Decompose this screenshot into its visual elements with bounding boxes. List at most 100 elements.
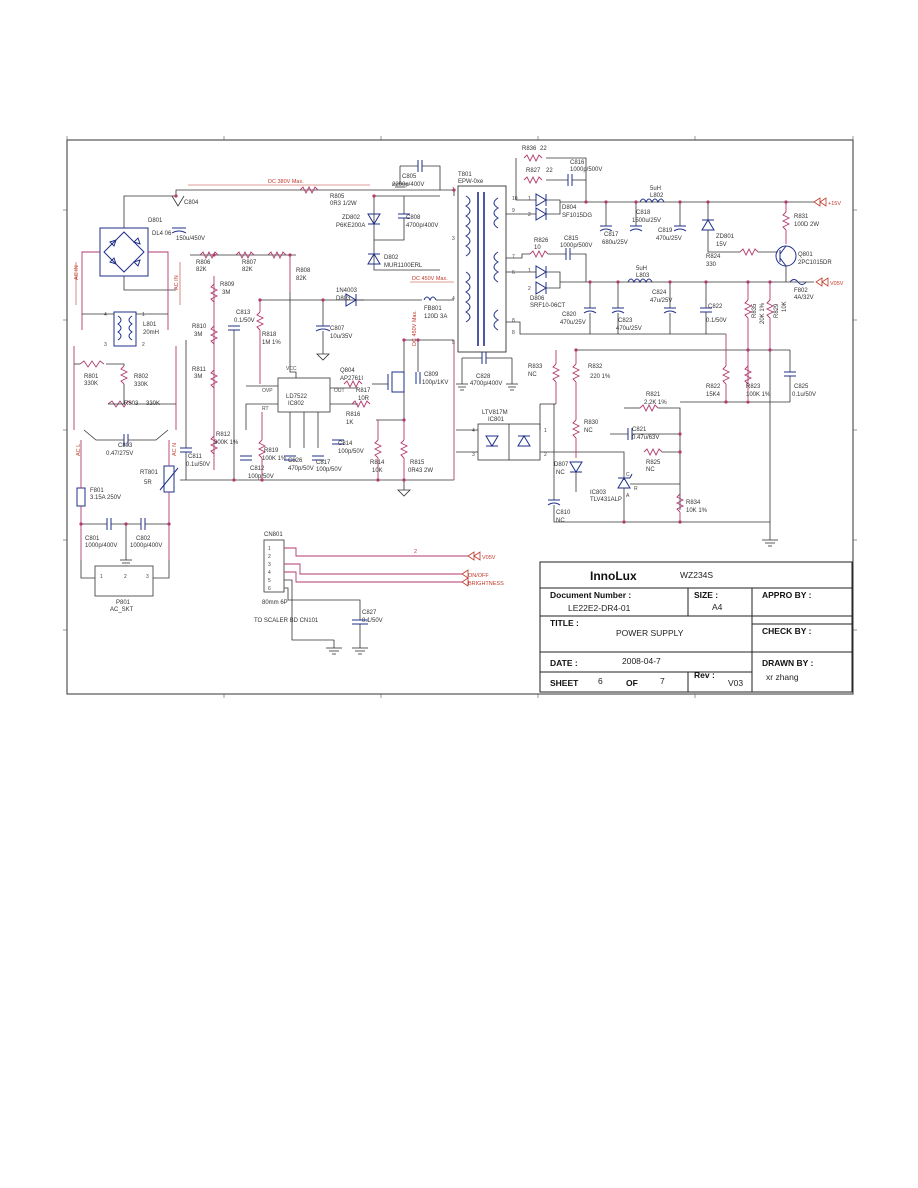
- svg-text:AC L: AC L: [76, 444, 82, 456]
- r815-val: 0R43 2W: [408, 468, 433, 474]
- f801-fuse: [76, 487, 86, 507]
- c807-val: 10u/35V: [330, 334, 352, 340]
- c812-ref: C812: [250, 466, 265, 472]
- d802-ref: D802: [384, 255, 399, 261]
- r816-val: 1K: [346, 420, 353, 426]
- secondary-5v: R826 10 C815 1000p/500V 12 D806 SRF10-06…: [506, 236, 844, 400]
- svg-text:3: 3: [452, 236, 455, 242]
- d803-ref: 1N4003: [336, 288, 358, 294]
- conn-onoff-arrow: [461, 569, 469, 579]
- r822-ref: R822: [706, 384, 721, 390]
- c808-ref: C808: [406, 215, 421, 221]
- l801-choke: [113, 311, 137, 347]
- c801-ref: C801: [85, 536, 100, 542]
- t801-ref: T801: [458, 172, 472, 178]
- c811-val: 0.1u/50V: [186, 462, 210, 468]
- c815-val: 1000p/500V: [560, 243, 592, 249]
- r826-ref: R826: [534, 238, 549, 244]
- r835-val: 20K 1%: [760, 302, 766, 324]
- r827-val: 22: [546, 168, 553, 174]
- r801-val: 330K: [84, 381, 98, 387]
- c824-ref: C824: [652, 290, 667, 296]
- r810-ref: R810: [192, 324, 207, 330]
- tb-model: WZ234S: [680, 570, 713, 580]
- r829-ref: R829: [774, 303, 780, 318]
- r823-ref: R823: [746, 384, 761, 390]
- fb801-ref: FB801: [424, 306, 442, 312]
- r803-ref: R803: [124, 401, 139, 407]
- r801-ref: R801: [84, 374, 99, 380]
- r812-ref: R812: [216, 432, 231, 438]
- c814-ref: C814: [338, 441, 353, 447]
- svg-text:8: 8: [512, 318, 515, 324]
- l801-val: 20mH: [143, 330, 159, 336]
- net-v15: +15V: [828, 201, 841, 207]
- tb-of: 7: [660, 676, 665, 686]
- c801-val: 1000p/400V: [85, 543, 117, 549]
- l802-val: 5uH: [650, 186, 661, 192]
- c810-ref: C810: [556, 510, 571, 516]
- svg-text:3: 3: [472, 452, 475, 458]
- r836-ref: R836: [522, 146, 537, 152]
- svg-text:4: 4: [104, 312, 107, 318]
- q804-mosfet: [391, 371, 405, 393]
- c812-val: 100p/50V: [248, 474, 274, 480]
- c820-val: 470u/25V: [560, 320, 586, 326]
- svg-text:DC 450V Max.: DC 450V Max.: [412, 310, 418, 346]
- c807-ref: C807: [330, 326, 345, 332]
- c823-val: 470u/25V: [616, 326, 642, 332]
- secondary-15v: R836 22 R827 22 C816 1000p/500V 12 D804 …: [506, 146, 841, 282]
- r806-ref: R806: [196, 260, 211, 266]
- svg-text:6: 6: [512, 270, 515, 276]
- r808-ref: R808: [296, 268, 311, 274]
- r824-ref: R824: [706, 254, 721, 260]
- svg-text:AC IN: AC IN: [74, 265, 80, 280]
- border-ticks: [63, 136, 857, 698]
- r814-val: 10K: [372, 468, 383, 474]
- r821-ref: R821: [646, 392, 661, 398]
- svg-text:VCC: VCC: [286, 366, 297, 372]
- c804-ref: C804: [184, 200, 199, 206]
- r809-ref: R809: [220, 282, 235, 288]
- q801-ref: Q801: [798, 252, 813, 258]
- connector-section: CN801 80mm 6P 123 456 2 C827 0.1/50V TO …: [254, 532, 504, 655]
- net-dc450: DC 450V Max.: [412, 276, 448, 282]
- p801-ref: P801: [116, 600, 131, 606]
- ic802-ref: IC802: [288, 401, 305, 407]
- zd801-ref: ZD801: [716, 234, 735, 240]
- c825-val: 0.1u/50V: [792, 392, 816, 398]
- svg-text:4: 4: [452, 296, 455, 302]
- fb801-val: 120D 3A: [424, 314, 447, 320]
- r809-val: 3M: [222, 290, 230, 296]
- rt801-val: 5R: [144, 480, 152, 486]
- t801-val: EPW-0xe: [458, 179, 484, 185]
- bridge-rectifier: [99, 227, 149, 277]
- d804-ref: D804: [562, 205, 577, 211]
- c804-val: 150u/450V: [176, 236, 205, 242]
- q801-transistor: [775, 245, 797, 267]
- svg-text:3: 3: [146, 574, 149, 580]
- tb-drawn-label: DRAWN BY :: [762, 658, 813, 668]
- d806-val: SRF10-06CT: [530, 303, 566, 309]
- conn-onoff-label: ON/OFF: [468, 573, 489, 579]
- f801-val: 3.15A 250V: [90, 495, 121, 501]
- c813-val: 0.1/50V: [234, 318, 255, 324]
- d806-ref: D806: [530, 296, 545, 302]
- c821-ref: C821: [632, 427, 647, 433]
- svg-text:1: 1: [268, 546, 271, 552]
- r814-ref: R814: [370, 460, 385, 466]
- r834-val: 10K 1%: [686, 508, 708, 514]
- r823-val: 100K 1%: [746, 392, 771, 398]
- c814-val: 100p/50V: [338, 449, 364, 455]
- tb-title: POWER SUPPLY: [616, 628, 684, 638]
- cn801-val: 80mm 6P: [262, 600, 288, 606]
- cn801-connector: [263, 539, 285, 593]
- r826-val: 10: [534, 245, 541, 251]
- net-v05: V05V: [830, 281, 844, 287]
- r815-ref: R815: [410, 460, 425, 466]
- c802-val: 1000p/400V: [130, 543, 162, 549]
- c805-ref: C805: [402, 174, 417, 180]
- c826-ref: C826: [288, 458, 303, 464]
- svg-text:2: 2: [528, 286, 531, 292]
- svg-text:C: C: [626, 472, 630, 478]
